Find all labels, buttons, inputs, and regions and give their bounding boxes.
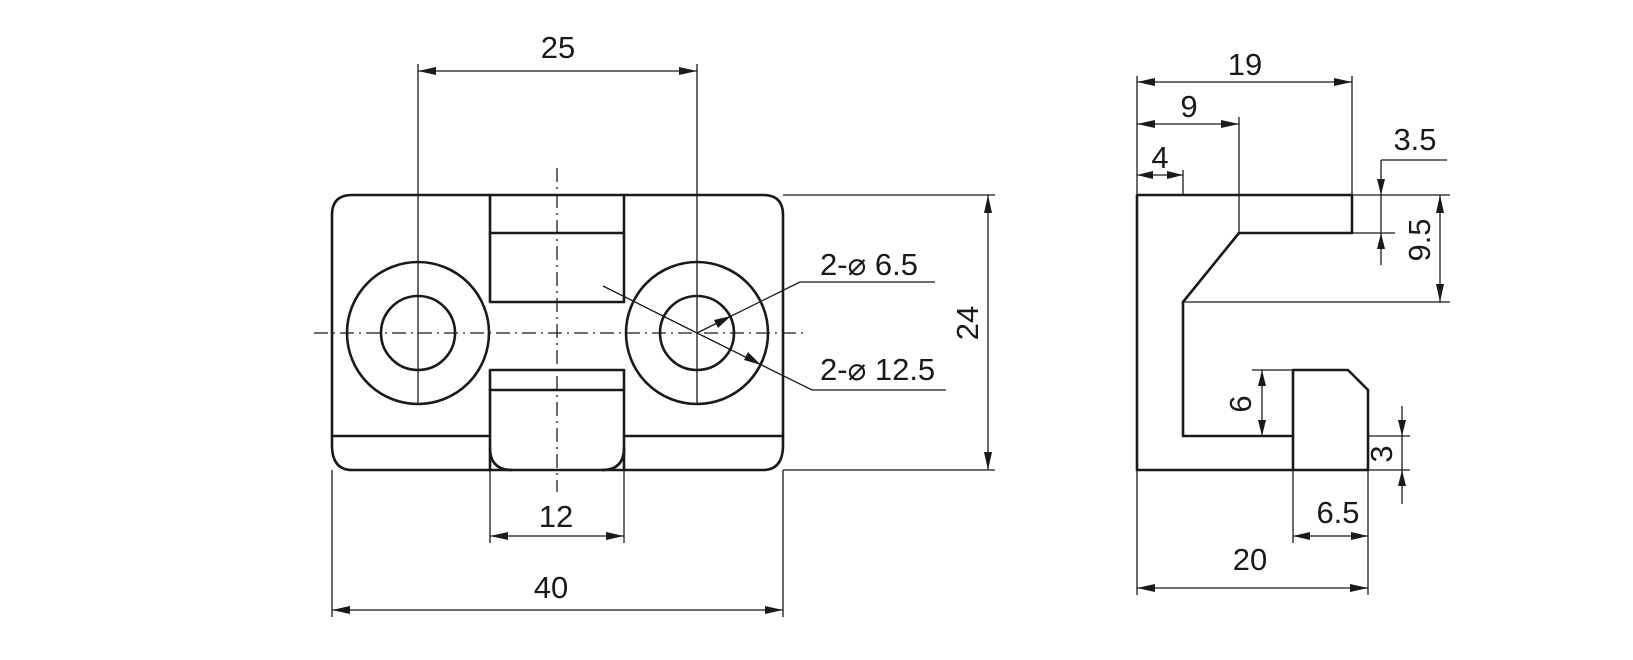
side-view: 19 9 4 3.5 9.5 6: [1135, 47, 1450, 595]
dimension-label-12: 12: [539, 499, 573, 534]
leader-line: [696, 281, 801, 334]
arrowhead: [1436, 195, 1444, 213]
arrowhead: [984, 452, 992, 470]
arrowhead: [744, 352, 761, 365]
arrowhead: [984, 195, 992, 213]
dimension-label-24: 24: [950, 306, 985, 340]
dimension-label-20: 20: [1233, 542, 1267, 577]
arrowhead: [490, 532, 508, 540]
leader-line: [602, 285, 698, 334]
arrowhead: [1137, 171, 1153, 179]
arrowhead: [1137, 120, 1155, 128]
arrowhead: [1258, 420, 1266, 436]
arrowhead: [1167, 171, 1183, 179]
dimension-label-40: 40: [534, 570, 568, 605]
arrowhead: [1221, 120, 1239, 128]
arrowhead: [1398, 470, 1406, 486]
front-view: 25 12 40 24 2-⌀ 6.5 2-: [314, 30, 995, 617]
arrowhead: [1377, 233, 1385, 249]
arrowhead: [1436, 284, 1444, 302]
arrowhead: [1350, 584, 1368, 592]
side-view-outline: [1135, 193, 1370, 472]
arrowhead: [418, 67, 436, 75]
dimension-label-25: 25: [541, 30, 575, 65]
callout-large-hole: 2-⌀ 12.5: [820, 352, 935, 387]
front-view-outline: [330, 193, 785, 472]
arrowhead: [1258, 370, 1266, 386]
bottom-tongue-rounding: [488, 446, 626, 472]
arrowhead: [765, 606, 783, 614]
arrowhead: [1334, 78, 1352, 86]
dimension-label-6: 6: [1223, 395, 1258, 412]
arrowhead: [1398, 420, 1406, 436]
arrowhead: [1137, 584, 1155, 592]
dimension-label-6-5: 6.5: [1316, 495, 1359, 530]
arrowhead: [606, 532, 624, 540]
arrowhead: [714, 316, 731, 328]
arrowhead: [332, 606, 350, 614]
arrowhead: [679, 67, 697, 75]
dimension-label-9-5: 9.5: [1402, 218, 1437, 261]
arrowhead: [1377, 179, 1385, 195]
dimension-label-3-5: 3.5: [1393, 122, 1436, 157]
dimension-label-4: 4: [1151, 140, 1168, 175]
arrowhead: [1293, 532, 1310, 540]
dimension-label-19: 19: [1228, 47, 1262, 82]
dimension-label-9: 9: [1180, 89, 1197, 124]
dimension-label-3: 3: [1364, 445, 1399, 462]
arrowhead: [1137, 78, 1155, 86]
arrowhead: [1351, 532, 1368, 540]
callout-small-hole: 2-⌀ 6.5: [820, 247, 918, 282]
